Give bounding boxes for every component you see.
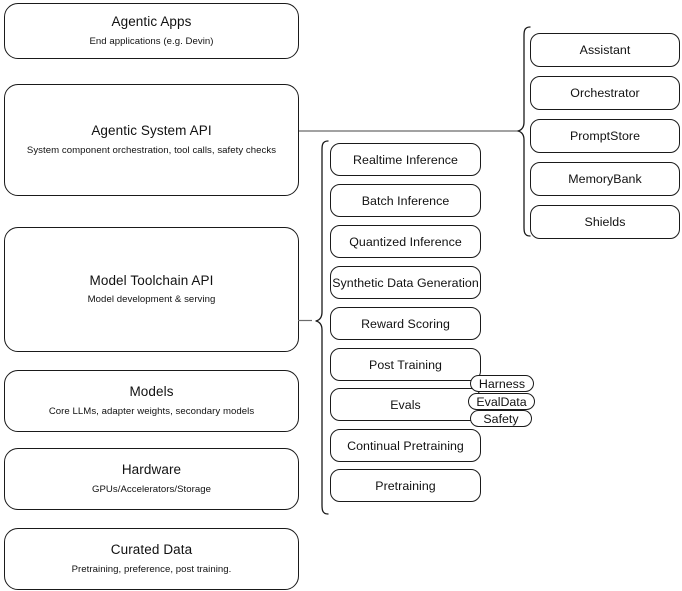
toolchain-synthetic-data-generation[interactable]: Synthetic Data Generation — [330, 266, 481, 299]
component-orchestrator[interactable]: Orchestrator — [530, 76, 680, 110]
connector-toolchain-to-components — [298, 313, 322, 329]
toolchain-batch-inference[interactable]: Batch Inference — [330, 184, 481, 217]
evals-pill-label: Safety — [483, 411, 519, 426]
evals-pill-harness[interactable]: Harness — [470, 375, 534, 392]
layer-title: Hardware — [121, 462, 182, 478]
component-label: PromptStore — [569, 129, 641, 143]
layer-subtitle: Pretraining, preference, post training. — [71, 563, 232, 575]
evals-pill-label: EvalData — [476, 394, 527, 409]
layer-agentic-system-api[interactable]: Agentic System API System component orch… — [4, 84, 299, 196]
toolchain-pretraining[interactable]: Pretraining — [330, 469, 481, 502]
component-assistant[interactable]: Assistant — [530, 33, 680, 67]
evals-pill-label: Harness — [478, 376, 526, 391]
layer-title: Agentic System API — [91, 123, 212, 139]
toolchain-evals[interactable]: Evals — [330, 388, 481, 421]
connector-system-api-to-components — [299, 120, 524, 144]
component-promptstore[interactable]: PromptStore — [530, 119, 680, 153]
toolchain-label: Batch Inference — [361, 193, 450, 208]
toolchain-label: Pretraining — [375, 478, 436, 493]
layer-subtitle: Core LLMs, adapter weights, secondary mo… — [48, 405, 255, 417]
layer-subtitle: GPUs/Accelerators/Storage — [91, 483, 212, 495]
component-label: Assistant — [579, 43, 631, 57]
evals-pill-safety[interactable]: Safety — [470, 410, 532, 427]
layer-subtitle: Model development & serving — [87, 294, 216, 306]
layer-model-toolchain-api[interactable]: Model Toolchain API Model development & … — [4, 227, 299, 352]
evals-pill-evaldata[interactable]: EvalData — [468, 393, 535, 410]
toolchain-label: Post Training — [369, 357, 442, 372]
layer-hardware[interactable]: Hardware GPUs/Accelerators/Storage — [4, 448, 299, 510]
component-label: Shields — [584, 215, 626, 229]
toolchain-continual-pretraining[interactable]: Continual Pretraining — [330, 429, 481, 462]
toolchain-realtime-inference[interactable]: Realtime Inference — [330, 143, 481, 176]
layer-title: Model Toolchain API — [89, 272, 214, 288]
toolchain-post-training[interactable]: Post Training — [330, 348, 481, 381]
component-shields[interactable]: Shields — [530, 205, 680, 239]
layer-curated-data[interactable]: Curated Data Pretraining, preference, po… — [4, 528, 299, 590]
toolchain-label: Quantized Inference — [349, 234, 462, 249]
toolchain-label: Continual Pretraining — [347, 438, 464, 453]
component-label: MemoryBank — [568, 172, 642, 186]
toolchain-label: Synthetic Data Generation — [332, 275, 479, 290]
toolchain-label: Realtime Inference — [353, 152, 458, 167]
layer-subtitle: System component orchestration, tool cal… — [26, 144, 277, 156]
component-memorybank[interactable]: MemoryBank — [530, 162, 680, 196]
layer-subtitle: End applications (e.g. Devin) — [89, 35, 214, 47]
toolchain-label: Reward Scoring — [361, 316, 450, 331]
toolchain-label: Evals — [390, 397, 421, 412]
layer-agentic-apps[interactable]: Agentic Apps End applications (e.g. Devi… — [4, 3, 299, 59]
toolchain-quantized-inference[interactable]: Quantized Inference — [330, 225, 481, 258]
component-label: Orchestrator — [570, 86, 640, 100]
layer-title: Agentic Apps — [111, 14, 192, 30]
layer-title: Models — [129, 384, 174, 400]
bracket-toolchain-components — [304, 140, 332, 516]
toolchain-reward-scoring[interactable]: Reward Scoring — [330, 307, 481, 340]
layer-title: Curated Data — [110, 542, 193, 558]
layer-models[interactable]: Models Core LLMs, adapter weights, secon… — [4, 370, 299, 432]
